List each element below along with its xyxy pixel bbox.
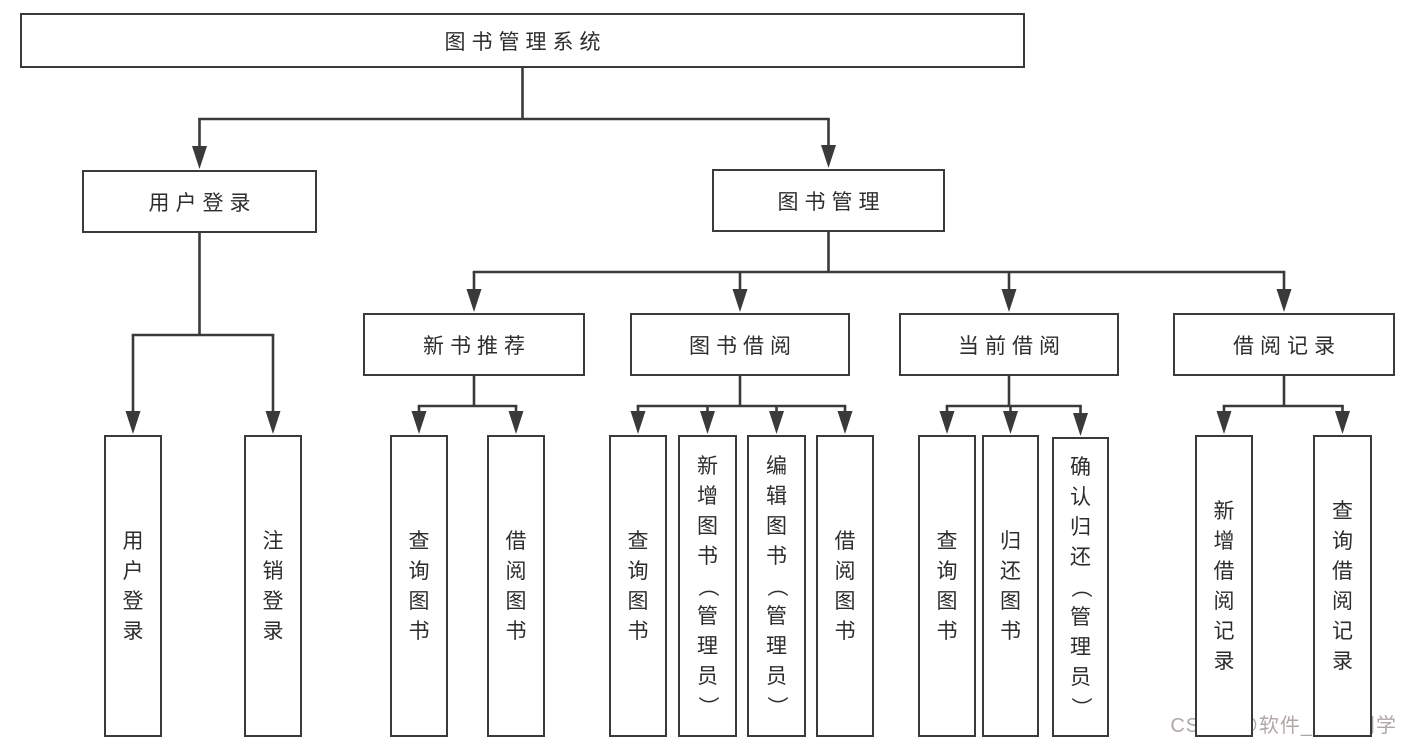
vertical-label: 新增图书（管理员）: [696, 454, 719, 717]
node-leaf-confirm-return-admin: 确认归还（管理员）: [1052, 437, 1109, 737]
node-leaf-borrow-book-1: 借阅图书: [487, 435, 545, 737]
node-root: 图书管理系统: [20, 13, 1025, 68]
vertical-label: 查询借阅记录: [1332, 499, 1353, 673]
node-leaf-query-borrow-record: 查询借阅记录: [1313, 435, 1372, 737]
node-borrow-records: 借阅记录: [1173, 313, 1395, 376]
node-user-login-group: 用户登录: [82, 170, 317, 233]
node-book-management: 图书管理: [712, 169, 945, 232]
vertical-label: 新增借阅记录: [1213, 499, 1235, 673]
vertical-label: 借阅图书: [505, 529, 527, 643]
vertical-label: 查询图书: [936, 529, 958, 643]
vertical-label: 编辑图书（管理员）: [765, 454, 788, 717]
vertical-label: 借阅图书: [834, 529, 856, 643]
node-leaf-query-book-1: 查询图书: [390, 435, 448, 737]
node-leaf-return-book: 归还图书: [982, 435, 1039, 737]
node-leaf-query-book-3: 查询图书: [918, 435, 976, 737]
node-leaf-query-book-2: 查询图书: [609, 435, 667, 737]
vertical-label: 查询图书: [627, 529, 649, 643]
node-leaf-logout: 注销登录: [244, 435, 302, 737]
node-leaf-edit-book-admin: 编辑图书（管理员）: [747, 435, 806, 737]
node-new-book-recommend: 新书推荐: [363, 313, 585, 376]
node-book-borrow: 图书借阅: [630, 313, 850, 376]
vertical-label: 查询图书: [408, 529, 430, 643]
vertical-label: 归还图书: [1000, 529, 1021, 643]
node-leaf-add-book-admin: 新增图书（管理员）: [678, 435, 737, 737]
vertical-label: 注销登录: [262, 529, 284, 643]
node-leaf-borrow-book-2: 借阅图书: [816, 435, 874, 737]
node-current-borrow: 当前借阅: [899, 313, 1119, 376]
vertical-label: 用户登录: [122, 529, 144, 643]
vertical-label: 确认归还（管理员）: [1069, 455, 1092, 718]
node-leaf-add-borrow-record: 新增借阅记录: [1195, 435, 1253, 737]
node-leaf-user-login: 用户登录: [104, 435, 162, 737]
